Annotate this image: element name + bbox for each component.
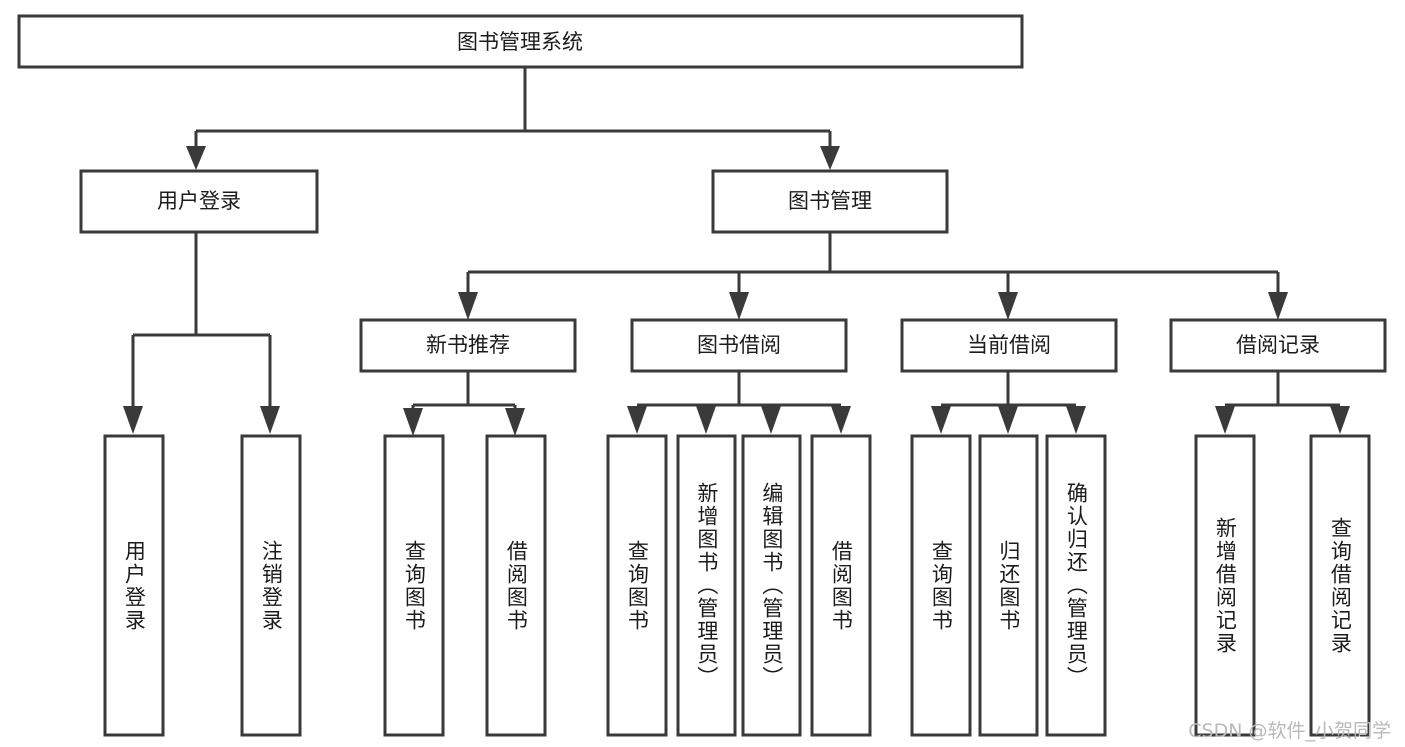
leaf-box-add-record[interactable] [1194, 434, 1256, 737]
leaf-box-query-record[interactable] [1309, 434, 1371, 737]
leaf-label-return-book: 归还图书 [996, 539, 1021, 632]
leaf-box-add-book[interactable] [676, 434, 737, 737]
node-book-manage[interactable]: 图书管理 [711, 169, 949, 234]
node-current-borrow-box[interactable] [900, 318, 1118, 373]
leaf-box-user-login[interactable] [103, 434, 165, 737]
connector-group-root [186, 67, 840, 170]
leaf-label-add-book: 新增图书（管理员） [694, 482, 719, 689]
leaf-label-query-record: 查询借阅记录 [1328, 516, 1353, 655]
leaf-box-edit-book[interactable] [741, 434, 802, 737]
arrow-head-current-borrow [998, 292, 1018, 320]
node-root-box[interactable] [17, 14, 1024, 69]
arrow-head-leaf-query-book-2 [627, 406, 647, 434]
leaf-box-borrow-book-2[interactable] [810, 434, 872, 737]
arrow-head-leaf-confirm-return [1066, 406, 1086, 434]
node-book-borrow-label: 图书借阅 [697, 333, 781, 357]
connector-group-book-borrow [627, 371, 851, 434]
node-borrow-record-box[interactable] [1169, 318, 1387, 373]
leaf-label-borrow-book-1: 借阅图书 [504, 539, 529, 632]
arrow-head-borrow-record [1268, 292, 1288, 320]
connector-group-user-login [123, 232, 280, 434]
node-borrow-record[interactable]: 借阅记录 [1169, 318, 1387, 373]
leaf-box-borrow-book-1[interactable] [485, 434, 547, 737]
node-new-book-recommend[interactable]: 新书推荐 [359, 318, 577, 373]
arrow-head-leaf-logout [260, 406, 280, 434]
node-root[interactable]: 图书管理系统 [17, 14, 1024, 69]
leaf-label-confirm-return: 确认归还（管理员） [1064, 482, 1089, 689]
node-current-borrow-label: 当前借阅 [967, 333, 1051, 357]
leaf-box-query-book-3[interactable] [910, 434, 972, 737]
arrow-head-leaf-user-login [123, 406, 143, 434]
node-current-borrow[interactable]: 当前借阅 [900, 318, 1118, 373]
node-new-book-recommend-box[interactable] [359, 318, 577, 373]
node-book-borrow[interactable]: 图书借阅 [630, 318, 848, 373]
arrow-head-leaf-borrow-book-1 [505, 408, 525, 436]
node-user-login[interactable]: 用户登录 [79, 169, 319, 234]
leaf-boxes [103, 434, 1371, 737]
connector-group-current-borrow [931, 371, 1086, 434]
arrow-head-leaf-query-book-3 [931, 406, 951, 434]
node-user-login-box[interactable] [79, 169, 319, 234]
connector-group-book-manage [458, 232, 1288, 320]
connector-group-borrow-record [1215, 371, 1350, 434]
node-borrow-record-label: 借阅记录 [1236, 333, 1320, 357]
node-book-manage-label: 图书管理 [788, 189, 872, 213]
arrow-head-user-login [186, 146, 206, 170]
leaf-label-query-book-2: 查询图书 [625, 539, 650, 632]
leaf-label-add-record: 新增借阅记录 [1213, 516, 1238, 655]
leaf-label-query-book-3: 查询图书 [929, 539, 954, 632]
node-book-borrow-box[interactable] [630, 318, 848, 373]
leaf-label-logout: 注销登录 [259, 539, 284, 632]
arrow-head-new-book-recommend [458, 292, 478, 320]
leaf-box-query-book-2[interactable] [606, 434, 668, 737]
leaf-label-edit-book: 编辑图书（管理员） [759, 482, 784, 689]
arrow-head-leaf-return-book [998, 406, 1018, 434]
arrow-head-book-manage [820, 146, 840, 170]
arrow-head-leaf-query-record [1330, 406, 1350, 434]
watermark-text: CSDN @软件_小贺同学 [1188, 720, 1391, 742]
leaf-box-return-book[interactable] [978, 434, 1039, 737]
arrow-head-leaf-query-book-1 [403, 408, 423, 436]
arrow-head-leaf-add-record [1215, 406, 1235, 434]
node-new-book-recommend-label: 新书推荐 [426, 333, 510, 357]
leaf-label-borrow-book-2: 借阅图书 [829, 539, 854, 632]
arrow-head-book-borrow [729, 292, 749, 320]
arrow-head-leaf-edit-book [761, 406, 781, 434]
leaf-label-user-login: 用户登录 [122, 539, 147, 632]
leaf-box-query-book-1[interactable] [383, 434, 445, 737]
leaf-box-confirm-return[interactable] [1045, 434, 1107, 737]
leaf-label-query-book-1: 查询图书 [402, 539, 427, 632]
arrow-head-leaf-borrow-book-2 [831, 406, 851, 434]
node-root-label: 图书管理系统 [457, 30, 583, 54]
leaf-box-logout[interactable] [240, 434, 302, 737]
arrow-head-leaf-add-book [696, 406, 716, 434]
node-book-manage-box[interactable] [711, 169, 949, 234]
connector-group-new-book-recommend [403, 371, 525, 436]
node-user-login-label: 用户登录 [157, 189, 241, 213]
